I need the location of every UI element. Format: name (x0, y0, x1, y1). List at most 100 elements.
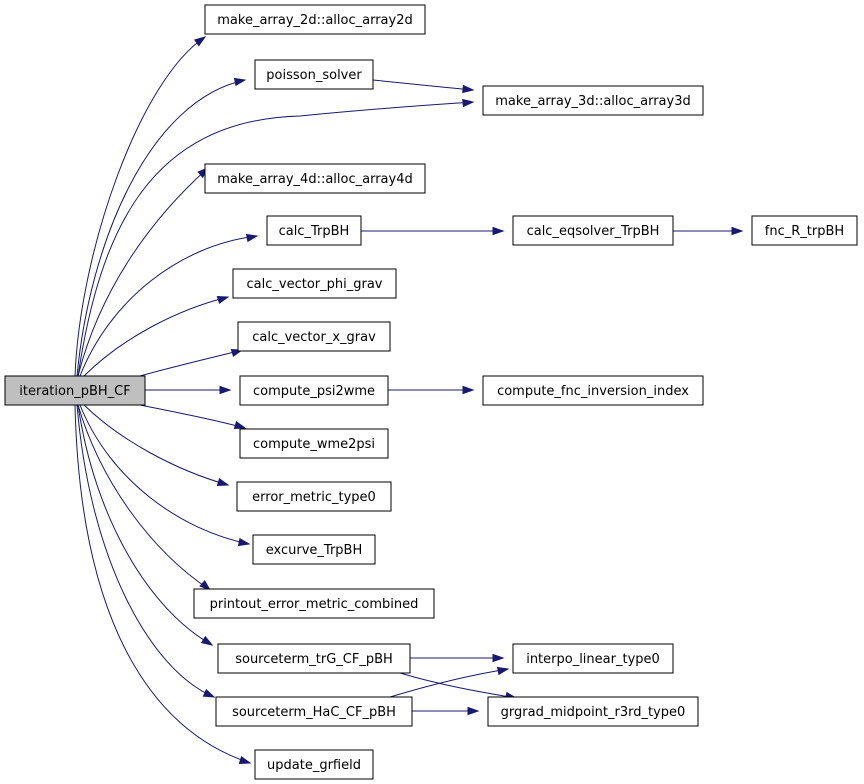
node-label: error_metric_type0 (252, 490, 376, 505)
node-update[interactable]: update_grfield (254, 749, 374, 780)
node-box (751, 215, 858, 246)
node-alloc4d[interactable]: make_array_4d::alloc_array4d (204, 163, 426, 194)
node-box (239, 375, 389, 406)
node-label: calc_eqsolver_TrpBH (527, 224, 660, 239)
node-error0[interactable]: error_metric_type0 (236, 481, 392, 512)
edge-line (79, 404, 250, 545)
edge-line (77, 101, 474, 377)
node-interpo[interactable]: interpo_linear_type0 (512, 643, 674, 674)
edge-psi2wme-to-inversion (388, 385, 475, 395)
node-box (217, 643, 411, 674)
edge-root-to-poisson (76, 77, 247, 377)
node-label: sourceterm_trG_CF_pBH (235, 652, 393, 667)
arrowhead-icon (462, 385, 475, 395)
node-label: make_array_3d::alloc_array3d (495, 94, 690, 109)
node-psi2wme[interactable]: compute_psi2wme (239, 375, 389, 406)
node-label: compute_psi2wme (253, 384, 375, 399)
arrowhead-icon (233, 420, 247, 430)
arrowhead-icon (238, 755, 252, 765)
arrowhead-icon (492, 226, 505, 236)
call-nodes: iteration_pBH_CF make_array_2d::alloc_arr… (4, 4, 858, 780)
node-root[interactable]: iteration_pBH_CF (4, 375, 146, 406)
arrowhead-icon (199, 579, 212, 591)
edge-eqsolver-to-fnc_r (673, 226, 744, 236)
node-box (266, 215, 362, 246)
edge-root-to-printout (77, 404, 212, 591)
arrowhead-icon (233, 77, 247, 87)
node-alloc3d[interactable]: make_array_3d::alloc_array3d (482, 85, 704, 116)
edge-root-to-alloc2d (74, 36, 207, 377)
edge-root-to-error0 (83, 404, 230, 487)
arrowhead-icon (237, 537, 251, 547)
node-box (204, 4, 426, 35)
node-box (254, 749, 374, 780)
node-src-trg[interactable]: sourceterm_trG_CF_pBH (217, 643, 411, 674)
node-box (252, 534, 376, 565)
edge-line (389, 668, 509, 698)
node-eqsolver[interactable]: calc_eqsolver_TrpBH (512, 215, 674, 246)
node-label: compute_wme2psi (253, 437, 375, 452)
node-box (482, 85, 704, 116)
edge-line (77, 167, 209, 377)
edge-src_hac-to-grgrad (412, 706, 480, 716)
node-label: poisson_solver (266, 68, 362, 83)
edge-line (139, 349, 243, 377)
arrowhead-icon (467, 706, 480, 716)
edge-line (399, 672, 517, 699)
node-box (512, 643, 674, 674)
arrowhead-icon (462, 84, 475, 94)
node-wme2psi[interactable]: compute_wme2psi (239, 428, 389, 459)
node-excurve[interactable]: excurve_TrpBH (252, 534, 376, 565)
node-inversion[interactable]: compute_fnc_inversion_index (482, 375, 704, 406)
node-box (4, 375, 146, 406)
arrowhead-icon (216, 477, 230, 487)
node-x-grav[interactable]: calc_vector_x_grav (237, 321, 391, 352)
node-printout[interactable]: printout_error_metric_combined (193, 588, 435, 619)
arrowhead-icon (219, 385, 232, 395)
edge-line (79, 235, 258, 377)
arrowhead-icon (193, 36, 207, 47)
node-box (232, 268, 397, 299)
node-fnc-r[interactable]: fnc_R_trpBH (751, 215, 858, 246)
node-box (204, 163, 426, 194)
node-label: calc_vector_phi_grav (247, 277, 383, 292)
edge-line (74, 36, 206, 377)
arrowhead-icon (245, 233, 259, 243)
node-label: printout_error_metric_combined (210, 597, 419, 612)
node-box (215, 696, 413, 727)
node-label: iteration_pBH_CF (19, 384, 130, 399)
edge-root-to-src_hac (76, 404, 216, 698)
edge-root-to-psi2wme (145, 385, 232, 395)
arrowhead-icon (216, 295, 230, 305)
edge-line (77, 404, 211, 591)
node-label: compute_fnc_inversion_index (497, 384, 689, 399)
arrowhead-icon (202, 688, 216, 698)
node-poisson[interactable]: poisson_solver (254, 59, 374, 90)
edge-line (76, 404, 215, 698)
edge-root-to-src_trg (77, 404, 214, 646)
node-box (237, 321, 391, 352)
arrowhead-icon (200, 635, 214, 646)
node-box (487, 696, 699, 727)
node-src-hac[interactable]: sourceterm_HaC_CF_pBH (215, 696, 413, 727)
edge-calc_trpbh-to-eqsolver (361, 226, 505, 236)
arrowhead-icon (492, 653, 505, 663)
node-grgrad[interactable]: grgrad_midpoint_r3rd_type0 (487, 696, 699, 727)
edge-line (76, 79, 246, 377)
node-box (193, 588, 435, 619)
edge-root-to-phi_grav (83, 295, 230, 377)
edge-root-to-excurve (79, 404, 251, 547)
node-label: make_array_4d::alloc_array4d (217, 172, 412, 187)
node-label: fnc_R_trpBH (765, 224, 844, 239)
node-alloc2d[interactable]: make_array_2d::alloc_array2d (204, 4, 426, 35)
edge-root-to-wme2psi (139, 404, 247, 430)
edge-root-to-alloc3d (77, 98, 475, 377)
edge-src_trg-to-interpo (410, 653, 505, 663)
edge-root-to-x_grav (139, 348, 244, 377)
edge-line (139, 404, 246, 429)
node-phi-grav[interactable]: calc_vector_phi_grav (232, 268, 397, 299)
node-calc-trpbh[interactable]: calc_TrpBH (266, 215, 362, 246)
node-label: update_grfield (267, 758, 361, 773)
node-box (482, 375, 704, 406)
